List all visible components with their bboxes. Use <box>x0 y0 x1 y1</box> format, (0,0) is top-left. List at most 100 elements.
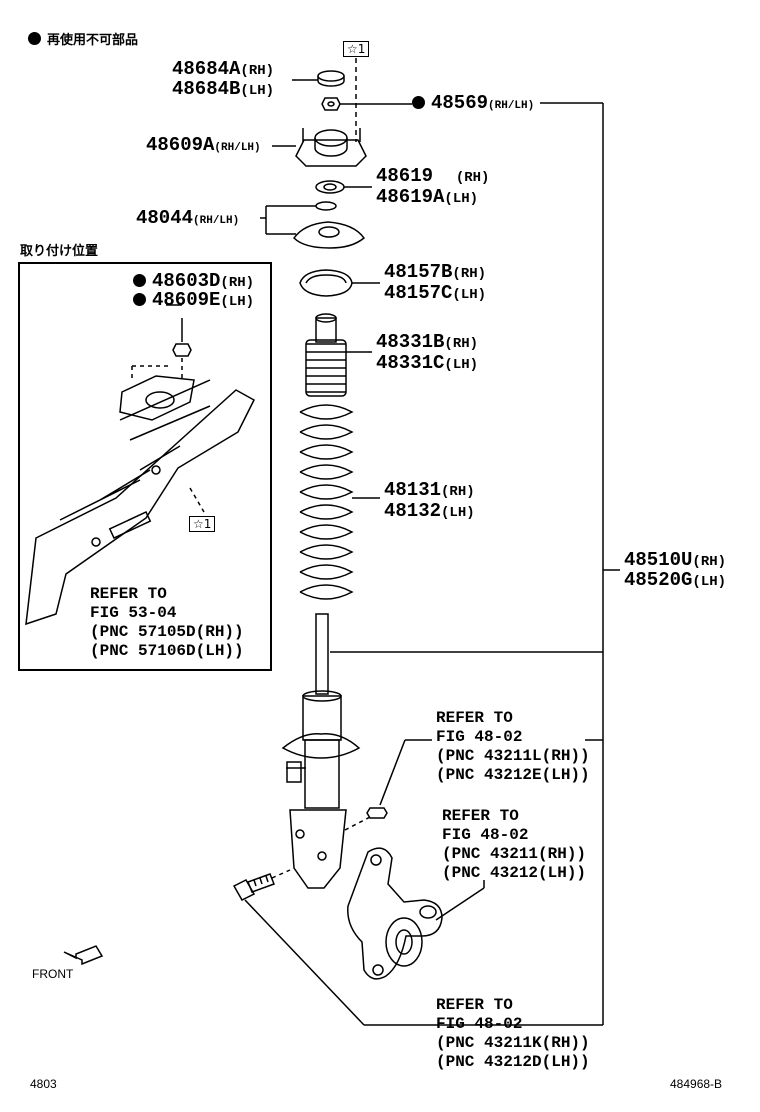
part-number: 48619A <box>376 186 445 208</box>
star-tag-inset: ☆1 <box>189 516 216 532</box>
part-suffix: (RH) <box>455 170 490 186</box>
part-suffix: (LH) <box>441 505 475 521</box>
refer-nut[interactable]: REFER TO FIG 48-02 (PNC 43211L(RH)) (PNC… <box>436 709 590 785</box>
bullet-icon <box>28 32 41 45</box>
refer-pnc-lh: (PNC 43212(LH)) <box>442 864 587 882</box>
steering-knuckle-drawing <box>347 847 443 980</box>
part-number: 48569 <box>431 92 489 114</box>
part-number: 48609A <box>146 134 215 156</box>
part-suffix: (RH) <box>452 266 487 282</box>
part-48157c[interactable]: 48157C(LH) <box>384 284 486 303</box>
part-suffix: (RH/LH) <box>214 142 261 154</box>
front-arrow-icon <box>63 945 104 966</box>
refer-inset[interactable]: REFER TO FIG 53-04 (PNC 57105D(RH)) (PNC… <box>90 585 244 661</box>
part-suffix: (LH) <box>220 294 255 310</box>
refer-pnc-rh: (PNC 43211(RH)) <box>442 845 587 863</box>
part-suffix: (RH/LH) <box>488 100 535 112</box>
refer-fig: FIG 53-04 <box>90 604 177 622</box>
part-48510u[interactable]: 48510U(RH) <box>624 551 726 570</box>
refer-line: REFER TO <box>442 807 519 825</box>
part-number: 48520G <box>624 569 693 591</box>
part-suffix: (LH) <box>444 191 479 207</box>
part-48619a[interactable]: 48619A(LH) <box>376 188 478 207</box>
part-suffix: (LH) <box>444 357 479 373</box>
part-number: 48044 <box>136 207 194 229</box>
refer-fig: FIG 48-02 <box>442 826 529 844</box>
strut-mount-drawing <box>295 128 367 167</box>
refer-pnc-rh: (PNC 43211L(RH)) <box>436 747 590 765</box>
refer-bolt[interactable]: REFER TO FIG 48-02 (PNC 43211K(RH)) (PNC… <box>436 996 590 1072</box>
bolt-drawing <box>232 873 275 901</box>
part-number: 48331C <box>376 352 445 374</box>
part-number: 48157B <box>384 261 453 283</box>
bump-stop-boot-drawing <box>305 313 347 397</box>
part-48609e[interactable]: 48609E(LH) <box>133 291 254 310</box>
mount-position-inset <box>18 262 272 671</box>
refer-pnc-rh: (PNC 43211K(RH)) <box>436 1034 590 1052</box>
star-tag-top: ☆1 <box>343 41 370 57</box>
part-number: 48132 <box>384 500 442 522</box>
part-48520g[interactable]: 48520G(LH) <box>624 571 726 590</box>
part-suffix: (RH) <box>444 336 479 352</box>
part-suffix: (RH) <box>692 554 727 570</box>
part-suffix: (LH) <box>240 83 275 99</box>
part-48157b[interactable]: 48157B(RH) <box>384 263 486 282</box>
part-48603d[interactable]: 48603D(RH) <box>133 272 254 291</box>
part-48684a[interactable]: 48684A(RH) <box>172 60 274 79</box>
part-number: 48510U <box>624 549 693 571</box>
cap-48684-drawing <box>317 70 345 87</box>
footer-left: 4803 <box>30 1077 57 1091</box>
refer-fig: FIG 48-02 <box>436 728 523 746</box>
part-number: 48609E <box>152 289 221 311</box>
refer-pnc-lh: (PNC 43212D(LH)) <box>436 1053 590 1071</box>
part-48619[interactable]: 48619 (RH) <box>376 167 489 186</box>
part-48131[interactable]: 48131(RH) <box>384 481 475 500</box>
legend-text: 再使用不可部品 <box>47 33 139 48</box>
part-number: 48331B <box>376 331 445 353</box>
insulator-drawing <box>299 269 353 297</box>
part-number: 48157C <box>384 282 453 304</box>
strut-body-drawing <box>281 613 361 889</box>
part-48331c[interactable]: 48331C(LH) <box>376 354 478 373</box>
part-48684b[interactable]: 48684B(LH) <box>172 80 274 99</box>
part-48569[interactable]: 48569(RH/LH) <box>412 94 534 113</box>
part-number: 48619 <box>376 165 434 187</box>
refer-line: REFER TO <box>90 585 167 603</box>
lower-nut-drawing <box>366 807 388 819</box>
mount-position-label: 取り付け位置 <box>20 244 99 259</box>
part-48044[interactable]: 48044(RH/LH) <box>136 209 239 228</box>
part-number: 48603D <box>152 270 221 292</box>
nut-48569-drawing <box>321 97 341 111</box>
part-48331b[interactable]: 48331B(RH) <box>376 333 478 352</box>
coil-spring-drawing <box>299 404 354 600</box>
part-suffix: (RH) <box>441 484 475 500</box>
front-label: FRONT <box>32 967 74 981</box>
upper-seat-drawing <box>293 201 366 249</box>
refer-knuckle[interactable]: REFER TO FIG 48-02 (PNC 43211(RH)) (PNC … <box>442 807 586 883</box>
bullet-icon <box>133 293 146 306</box>
refer-pnc-lh: (PNC 43212E(LH)) <box>436 766 590 784</box>
part-number: 48131 <box>384 479 442 501</box>
legend-non-reusable: 再使用不可部品 <box>28 32 138 47</box>
bullet-icon <box>412 96 425 109</box>
refer-fig: FIG 48-02 <box>436 1015 523 1033</box>
part-suffix: (RH) <box>240 63 275 79</box>
refer-line: REFER TO <box>436 709 513 727</box>
bullet-icon <box>133 274 146 287</box>
part-suffix: (LH) <box>452 287 487 303</box>
part-number: 48684A <box>172 58 241 80</box>
part-suffix: (RH/LH) <box>193 215 240 227</box>
part-48609a[interactable]: 48609A(RH/LH) <box>146 136 261 155</box>
bearing-48619-drawing <box>315 180 345 194</box>
part-suffix: (LH) <box>692 574 727 590</box>
part-number: 48684B <box>172 78 241 100</box>
refer-line: REFER TO <box>436 996 513 1014</box>
refer-pnc-lh: (PNC 57106D(LH)) <box>90 642 244 660</box>
inset-body-panel-drawing <box>25 375 255 626</box>
footer-right: 484968-B <box>670 1077 723 1091</box>
inset-nut-drawing <box>172 343 192 357</box>
part-suffix: (RH) <box>220 275 255 291</box>
part-48132[interactable]: 48132(LH) <box>384 502 475 521</box>
